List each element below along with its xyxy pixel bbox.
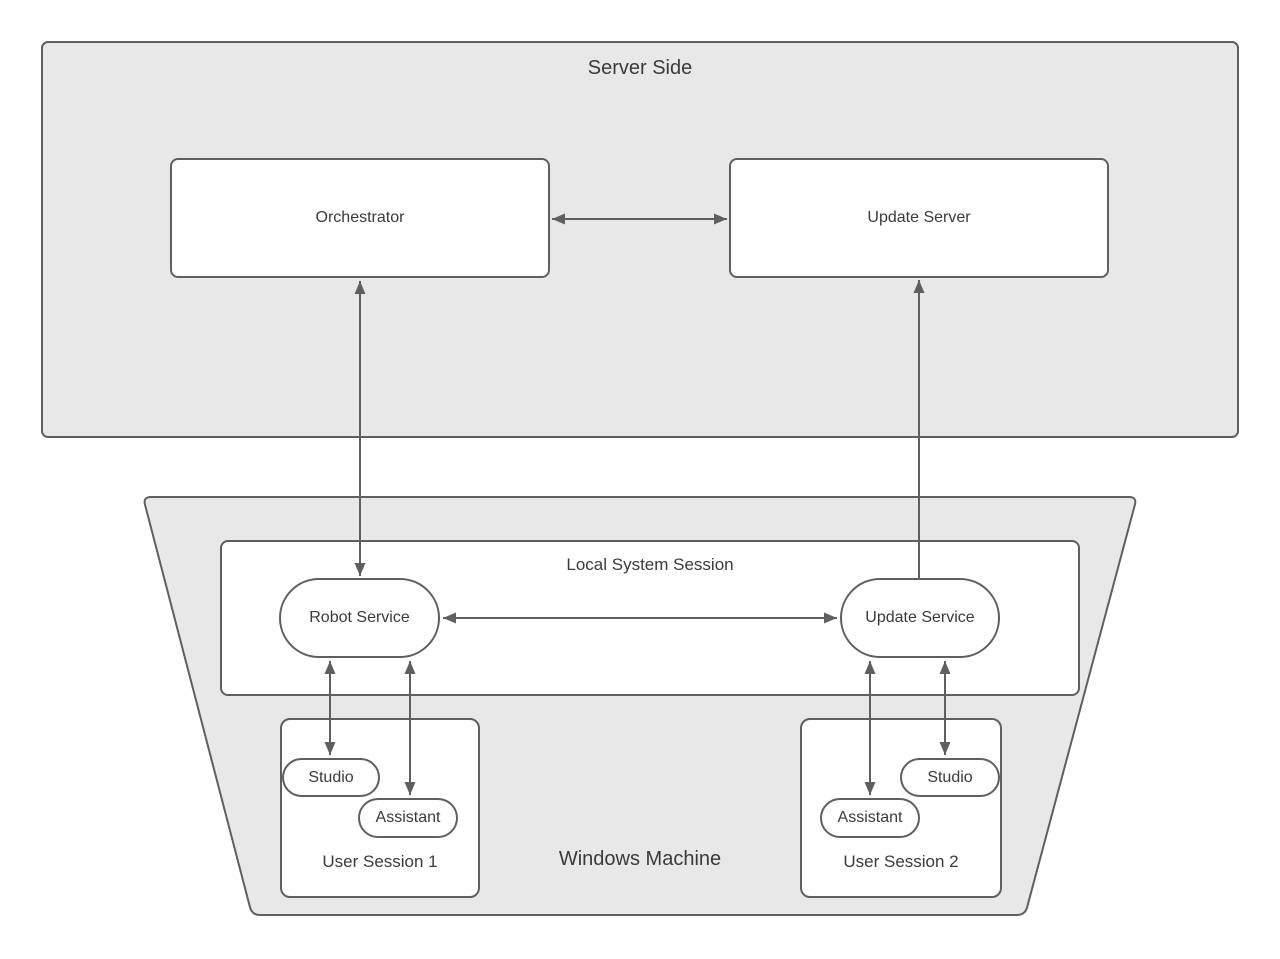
robot-service-node: Robot Service	[279, 578, 440, 658]
orchestrator-node: Orchestrator	[170, 158, 550, 278]
orchestrator-label: Orchestrator	[315, 209, 405, 226]
update-service-label: Update Service	[865, 609, 975, 626]
studio-node-session1: Studio	[282, 758, 380, 797]
update-service-node: Update Service	[840, 578, 1000, 658]
studio-session2-label: Studio	[927, 768, 973, 786]
update-server-node: Update Server	[729, 158, 1109, 278]
windows-machine-title: Windows Machine	[558, 848, 722, 870]
local-system-session-title: Local System Session	[566, 555, 734, 574]
studio-session1-label: Studio	[308, 768, 354, 786]
assistant-session1-label: Assistant	[375, 809, 441, 826]
update-server-label: Update Server	[867, 209, 971, 226]
studio-node-session2: Studio	[900, 758, 1000, 797]
user-session-1-title: User Session 1	[322, 852, 438, 871]
assistant-session2-label: Assistant	[837, 809, 903, 826]
assistant-node-session1: Assistant	[358, 798, 458, 838]
robot-service-label: Robot Service	[309, 609, 410, 626]
assistant-node-session2: Assistant	[820, 798, 920, 838]
user-session-2-title: User Session 2	[843, 852, 959, 871]
server-side-title: Server Side	[587, 57, 693, 79]
